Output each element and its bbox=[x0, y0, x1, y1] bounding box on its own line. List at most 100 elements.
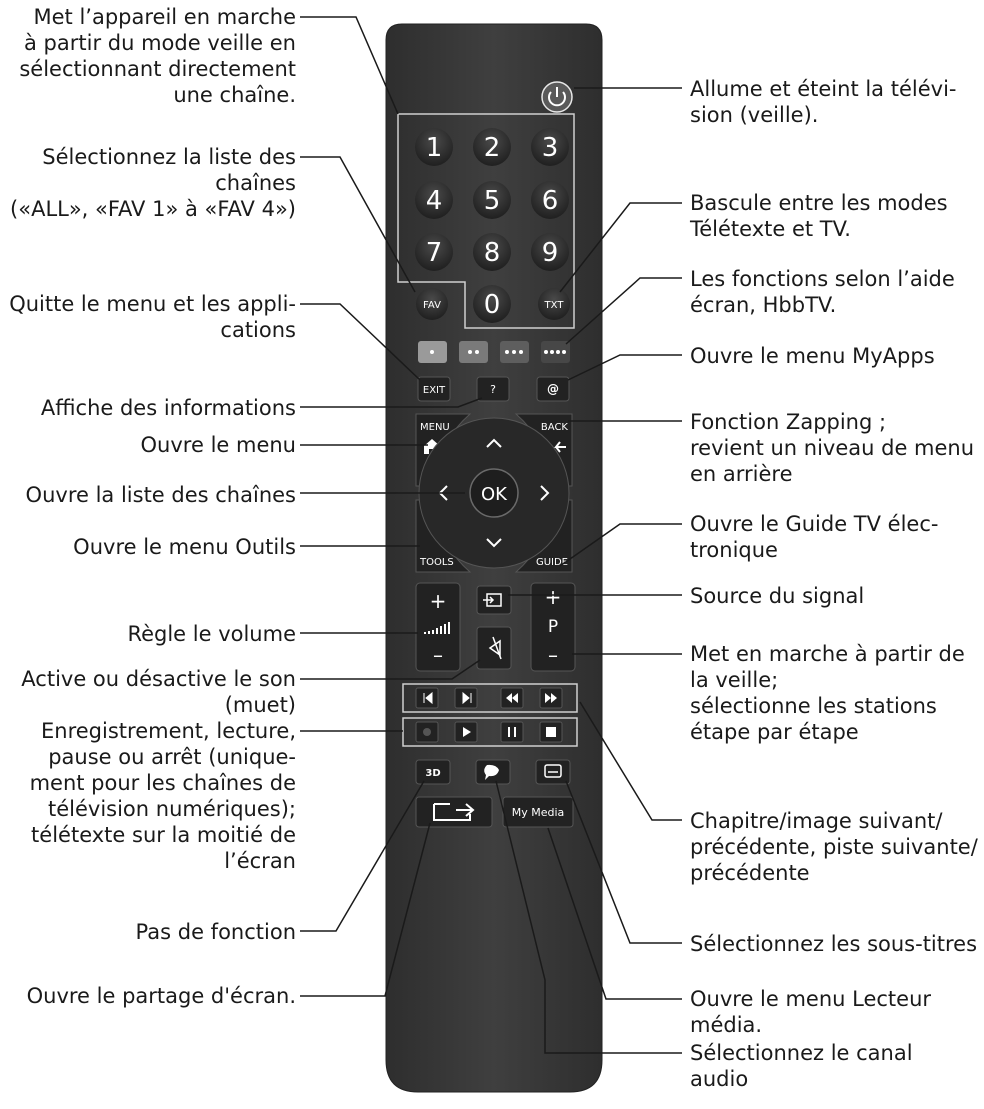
label-back-button: Fonction Zapping ; revient un niveau de … bbox=[690, 410, 975, 486]
digit-button-0[interactable]: 0 bbox=[473, 285, 511, 323]
fav-button[interactable]: FAV bbox=[416, 288, 448, 320]
pause-button[interactable] bbox=[500, 721, 524, 743]
label-3d-button: Pas de fonction bbox=[135, 920, 296, 944]
digit-label: 9 bbox=[542, 238, 559, 268]
label-fav-button: Sélectionnez la liste des chaînes («ALL»… bbox=[10, 145, 296, 221]
digit-button-9[interactable]: 9 bbox=[531, 233, 569, 271]
label-myapps-button: Ouvre le menu MyApps bbox=[690, 344, 935, 368]
pause-icon bbox=[508, 727, 516, 737]
fast-forward-icon bbox=[545, 693, 557, 703]
color-button-2[interactable] bbox=[459, 341, 488, 363]
label-tools-button: Ouvre le menu Outils bbox=[73, 535, 296, 559]
myapps-label: @ bbox=[547, 382, 559, 396]
digit-label: 1 bbox=[426, 133, 443, 163]
power-button[interactable] bbox=[541, 81, 573, 113]
skip-buttons bbox=[402, 683, 578, 713]
digit-button-2[interactable]: 2 bbox=[473, 128, 511, 166]
my-media-button[interactable]: My Media bbox=[502, 796, 574, 828]
source-button[interactable] bbox=[476, 585, 512, 615]
info-button[interactable]: ? bbox=[476, 376, 510, 402]
transport-buttons bbox=[402, 717, 578, 747]
speech-bubble-icon bbox=[484, 764, 499, 780]
screen-share-icon bbox=[433, 803, 471, 821]
color-button-3[interactable] bbox=[500, 341, 529, 363]
digit-label: 4 bbox=[426, 186, 443, 216]
skip-back-icon bbox=[423, 691, 433, 705]
label-ok-button: Ouvre la liste des chaînes bbox=[25, 483, 296, 507]
digit-button-4[interactable]: 4 bbox=[415, 181, 453, 219]
3d-button[interactable]: 3D bbox=[415, 759, 451, 785]
menu-label: MENU bbox=[420, 422, 450, 433]
color-button-4[interactable] bbox=[541, 341, 570, 363]
digit-label: 8 bbox=[484, 238, 501, 268]
label-audio-button: Sélectionnez le canal audio bbox=[690, 1041, 913, 1091]
exit-label: EXIT bbox=[423, 385, 446, 396]
label-subtitle-button: Sélectionnez les sous-titres bbox=[690, 932, 978, 956]
label-guide-button: Ouvre le Guide TV élec- tronique bbox=[690, 512, 939, 562]
program-rocker[interactable]: + P – bbox=[530, 582, 576, 672]
label-exit-button: Quitte le menu et les appli- cations bbox=[9, 292, 296, 342]
label-program-rocker: Met en marche à partir de la veille; sél… bbox=[690, 642, 965, 744]
digit-label: 2 bbox=[484, 133, 501, 163]
rewind-button[interactable] bbox=[500, 687, 524, 709]
color-button-1[interactable] bbox=[418, 341, 447, 363]
exit-button[interactable]: EXIT bbox=[417, 376, 451, 402]
digit-button-1[interactable]: 1 bbox=[415, 128, 453, 166]
label-color-buttons: Les fonctions selon l’aide écran, HbbTV. bbox=[690, 267, 955, 317]
arrow-right-icon[interactable] bbox=[540, 485, 550, 501]
audio-channel-button[interactable] bbox=[475, 759, 511, 785]
digit-label: 3 bbox=[542, 133, 559, 163]
volume-bars-icon bbox=[424, 622, 450, 634]
ok-label: OK bbox=[481, 484, 508, 505]
digit-label: 5 bbox=[484, 186, 501, 216]
label-record-play-buttons: Enregistrement, lecture, pause ou arrêt … bbox=[29, 719, 296, 873]
skip-forward-icon bbox=[462, 691, 472, 705]
play-button[interactable] bbox=[454, 721, 478, 743]
my-media-label: My Media bbox=[512, 806, 565, 819]
label-info-button: Affiche des informations bbox=[40, 396, 296, 420]
digit-button-7[interactable]: 7 bbox=[415, 233, 453, 271]
subtitle-icon bbox=[544, 764, 562, 778]
label-digit-buttons: Met l’appareil en marche à partir du mod… bbox=[19, 5, 296, 107]
volume-rocker[interactable]: + – bbox=[415, 582, 461, 672]
stop-icon bbox=[546, 727, 556, 737]
previous-chapter-button[interactable] bbox=[415, 687, 439, 709]
label-skip-buttons: Chapitre/image suivant/ précédente, pist… bbox=[690, 809, 978, 885]
label-txt-button: Bascule entre les modes Télétexte et TV. bbox=[690, 191, 948, 241]
record-icon bbox=[423, 728, 431, 736]
digit-button-3[interactable]: 3 bbox=[531, 128, 569, 166]
digit-button-8[interactable]: 8 bbox=[473, 233, 511, 271]
prog-minus-label: – bbox=[548, 643, 558, 667]
digit-label: 0 bbox=[484, 290, 501, 320]
fast-forward-button[interactable] bbox=[539, 687, 563, 709]
color-buttons bbox=[418, 341, 570, 363]
arrow-down-icon[interactable] bbox=[486, 538, 502, 548]
arrow-up-icon[interactable] bbox=[486, 438, 502, 448]
back-arrow-icon bbox=[553, 441, 566, 453]
label-power-button: Allume et éteint la télévi- sion (veille… bbox=[690, 77, 957, 127]
label-my-media-button: Ouvre le menu Lecteur média. bbox=[690, 987, 932, 1037]
mute-icon bbox=[488, 636, 502, 660]
subtitle-button[interactable] bbox=[535, 759, 571, 785]
record-button[interactable] bbox=[415, 721, 439, 743]
stop-button[interactable] bbox=[539, 721, 563, 743]
ok-button[interactable]: OK bbox=[469, 468, 519, 518]
digit-label: 7 bbox=[426, 238, 443, 268]
3d-label: 3D bbox=[425, 768, 440, 779]
vol-plus-label: + bbox=[430, 589, 447, 613]
digit-button-6[interactable]: 6 bbox=[531, 181, 569, 219]
fav-label: FAV bbox=[423, 300, 441, 311]
txt-button[interactable]: TXT bbox=[538, 288, 570, 320]
info-label: ? bbox=[490, 383, 496, 396]
digit-button-5[interactable]: 5 bbox=[473, 181, 511, 219]
label-mute-button: Active ou désactive le son (muet) bbox=[21, 667, 296, 717]
rewind-icon bbox=[506, 693, 518, 703]
prog-plus-label: + bbox=[545, 585, 562, 609]
next-chapter-button[interactable] bbox=[454, 687, 478, 709]
mute-button[interactable] bbox=[476, 626, 512, 670]
play-icon bbox=[463, 727, 471, 737]
myapps-button[interactable]: @ bbox=[536, 376, 570, 402]
screen-share-button[interactable] bbox=[415, 796, 493, 828]
